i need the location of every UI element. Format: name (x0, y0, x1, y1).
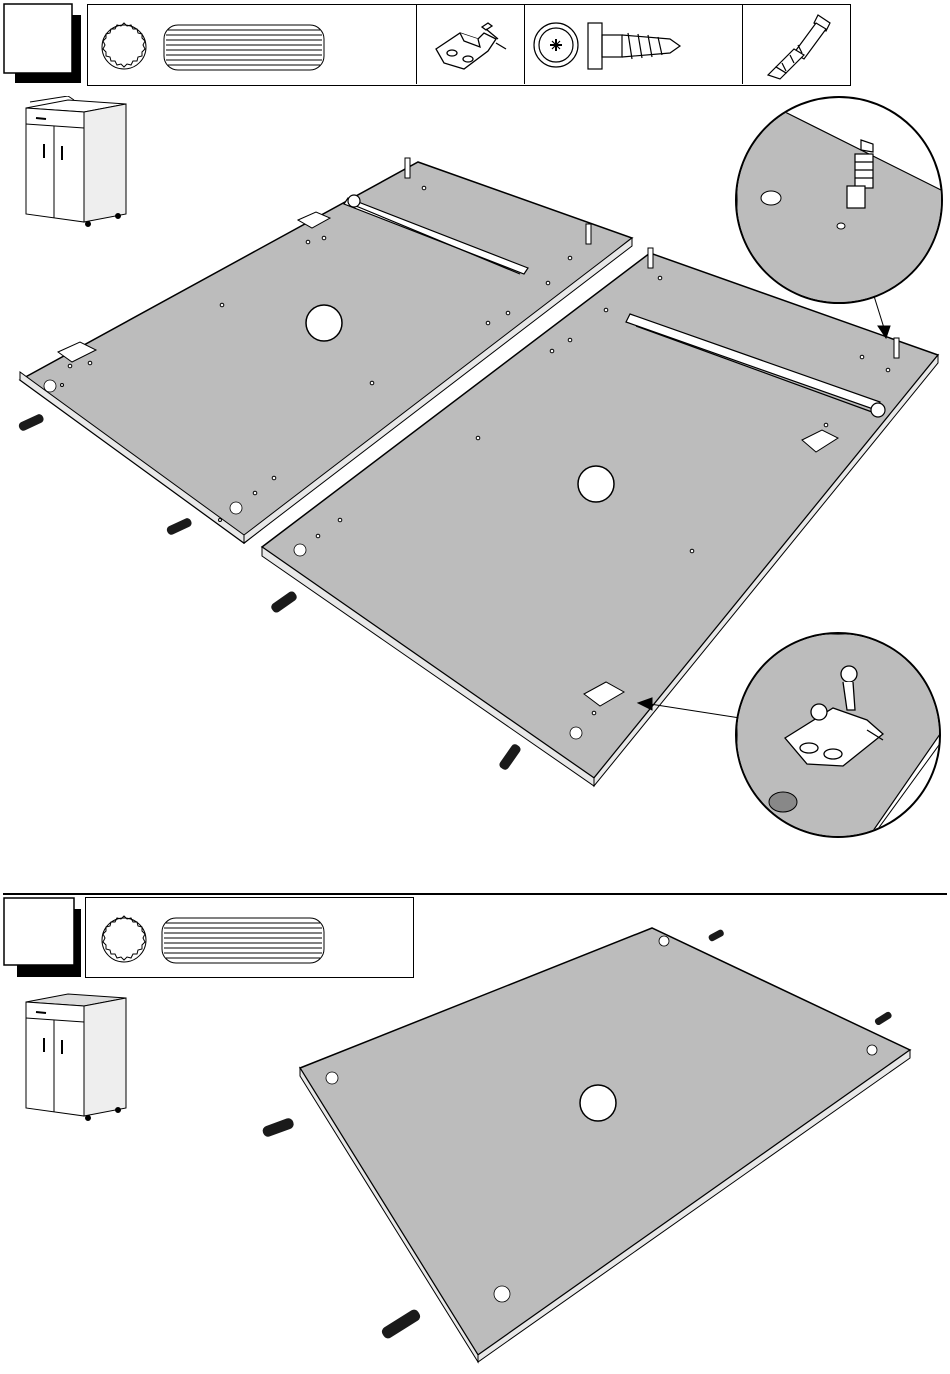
connector-bolt-icon (758, 9, 842, 81)
step-1-part-cam-lock (524, 5, 743, 84)
cam-lock-and-screw-icon (530, 13, 738, 77)
panel-label-circle-top (580, 1085, 616, 1121)
step-1-part-dowel (88, 5, 417, 84)
hinge-plate-icon (430, 19, 510, 75)
connector-bolt-detail-callout (735, 96, 943, 304)
top-panel (300, 928, 910, 1362)
step-1-part-connector-bolt (742, 5, 850, 84)
step-1-part-hinge-plate (416, 5, 525, 84)
step-1-parts-strip (87, 4, 851, 86)
step-divider (3, 893, 947, 895)
hinge-plate-detail-callout (735, 632, 941, 838)
step-2-assembly-drawing (0, 900, 950, 1374)
wooden-dowel-icon (94, 15, 414, 75)
panel-label-circle-right (578, 466, 614, 502)
panel-label-circle-left (306, 305, 342, 341)
step-1-number-box (3, 3, 83, 85)
